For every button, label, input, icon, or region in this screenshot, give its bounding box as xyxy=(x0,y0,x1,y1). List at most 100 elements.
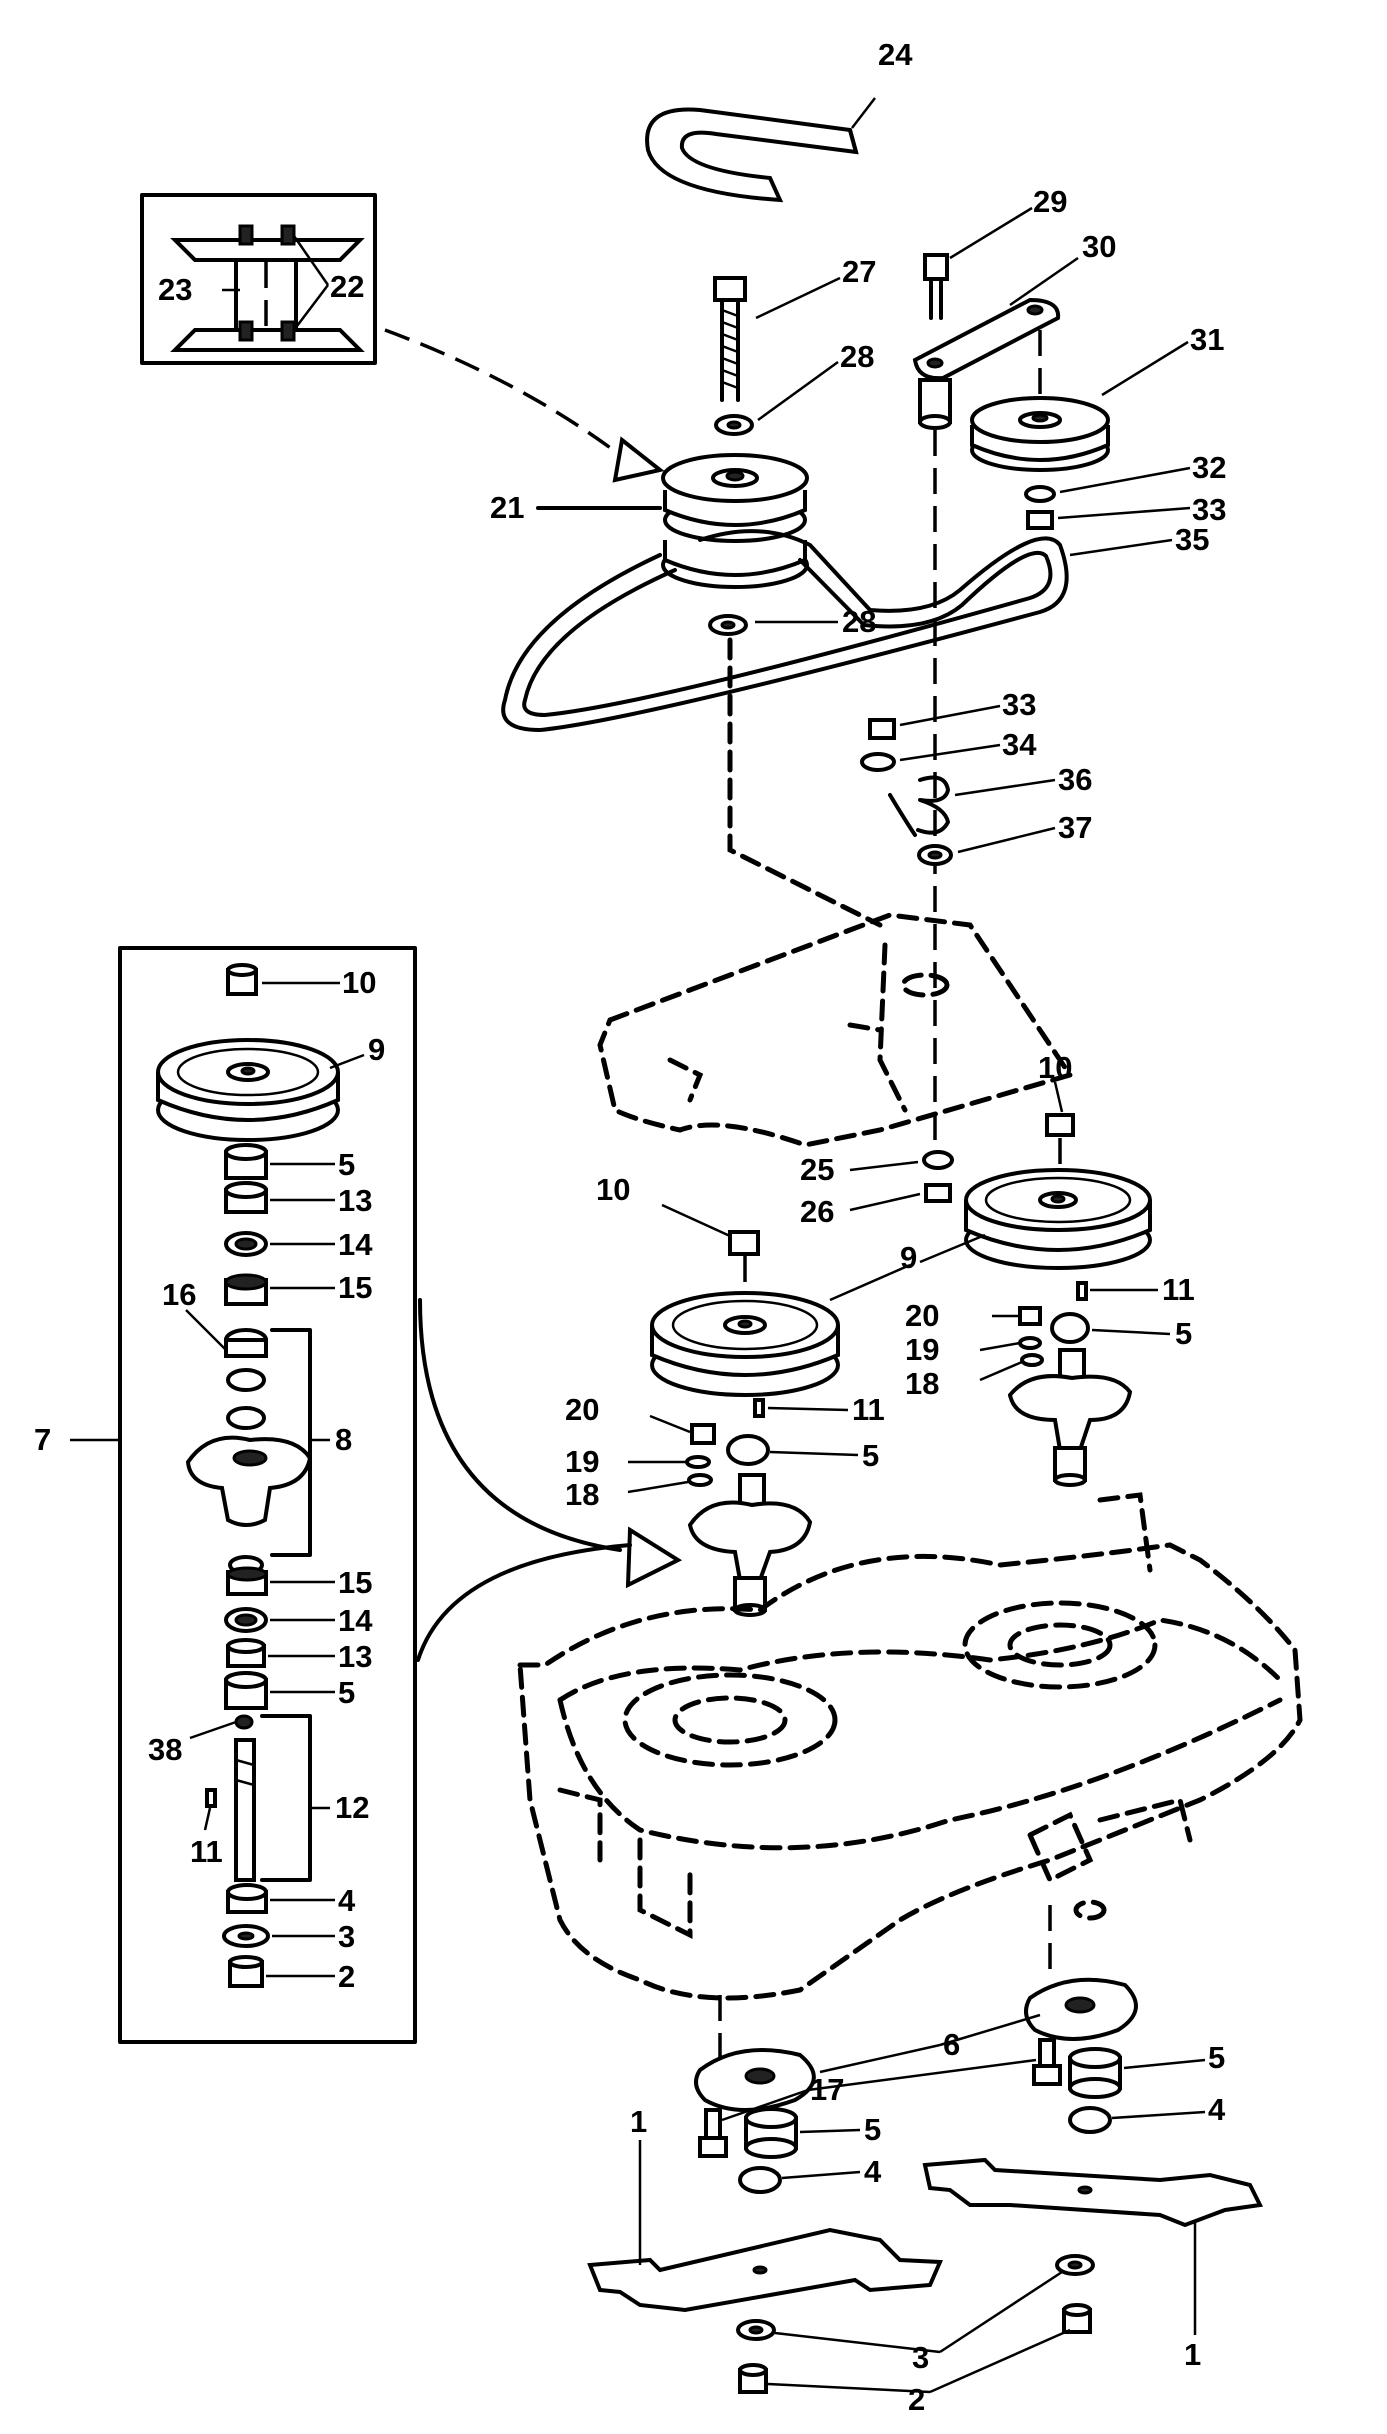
label-1-right: 1 xyxy=(1184,2337,1201,2372)
inset-11-key xyxy=(203,1788,217,1831)
inset-15-bearing-bottom xyxy=(226,1566,335,1596)
inset-10-nut xyxy=(226,963,340,996)
inset-2-nut xyxy=(228,1955,335,1988)
inset-13-spacer-top xyxy=(224,1181,335,1214)
inset-14-seal-top xyxy=(224,1231,335,1257)
label-17: 17 xyxy=(810,2072,844,2107)
pulley-21-axis xyxy=(727,637,883,928)
part-24-belt-guide xyxy=(645,97,876,203)
label-14-inset-top: 14 xyxy=(338,1227,373,1262)
inset-9-pulley xyxy=(156,1038,365,1142)
part-27-bolt xyxy=(713,276,841,402)
label-10-right: 10 xyxy=(1038,1050,1072,1085)
lower-right-1-blade xyxy=(922,2157,1264,2335)
part-26-nut xyxy=(849,1183,952,1212)
label-28-top: 28 xyxy=(840,339,874,374)
label-31: 31 xyxy=(1190,322,1224,357)
left-spindle-9-pulley xyxy=(650,1256,911,1397)
inset-13-spacer-bottom xyxy=(226,1638,335,1668)
part-29-bolt xyxy=(923,206,1033,320)
right-spindle-19-washer xyxy=(979,1336,1042,1352)
inset-4-washer xyxy=(226,1883,335,1914)
inset-14-seal-bottom xyxy=(224,1607,335,1633)
label-5-inset-bottom: 5 xyxy=(338,1675,355,1710)
inset-pulley-detail xyxy=(140,193,377,365)
label-38: 38 xyxy=(148,1732,182,1767)
inset-21-arrow-lower xyxy=(416,1543,632,1662)
lower-right-3-washer xyxy=(774,2254,1095,2354)
label-5-inset-top: 5 xyxy=(338,1147,355,1182)
lower-left-1-blade xyxy=(587,2140,943,2313)
label-16: 16 xyxy=(162,1277,196,1312)
label-3-inset: 3 xyxy=(338,1919,355,1954)
inset-7-arrow xyxy=(418,1298,683,1589)
label-10-inset: 10 xyxy=(342,965,376,1000)
lower-left-17-bolt xyxy=(698,2088,809,2158)
right-spindle-9-pulley xyxy=(919,1138,1152,1270)
label-5-left: 5 xyxy=(862,1438,879,1473)
inset-12-shaft xyxy=(189,1714,330,1882)
part-30-idler-arm xyxy=(912,256,1079,430)
label-15-inset-top: 15 xyxy=(338,1270,372,1305)
right-spindle-10-nut xyxy=(1045,1081,1075,1137)
label-2-lower: 2 xyxy=(908,2382,925,2417)
part-36-spring xyxy=(888,775,1056,837)
right-spindle-20-nut xyxy=(992,1306,1042,1326)
lower-left-5-bearing xyxy=(744,2107,861,2159)
inset-spindle-assembly-box xyxy=(70,946,417,2044)
label-33-mid: 33 xyxy=(1002,687,1036,722)
part-37-washer xyxy=(917,826,1056,866)
lower-left-3-washer xyxy=(736,2319,776,2341)
lower-right-2-nut xyxy=(767,2303,1092,2394)
label-5-lower-left: 5 xyxy=(864,2112,881,2147)
left-spindle-5-bearing xyxy=(726,1434,859,1466)
inset-8-housing xyxy=(185,1328,330,1575)
label-20-left: 20 xyxy=(565,1392,599,1427)
inset-5-bearing-top xyxy=(224,1143,335,1180)
label-11-inset: 11 xyxy=(190,1834,223,1869)
label-37: 37 xyxy=(1058,810,1092,845)
label-13-inset-top: 13 xyxy=(338,1183,372,1218)
label-4-inset: 4 xyxy=(338,1883,356,1918)
part-34-washer xyxy=(860,743,1001,772)
label-19-right: 19 xyxy=(905,1332,939,1367)
label-11-right: 11 xyxy=(1162,1272,1195,1307)
label-4-lower-left: 4 xyxy=(864,2154,882,2189)
inset-arrow xyxy=(384,328,665,483)
label-18-right: 18 xyxy=(905,1366,939,1401)
label-24: 24 xyxy=(878,37,913,72)
part-28-washer-lower xyxy=(708,614,838,636)
label-23: 23 xyxy=(158,272,192,307)
left-spindle-18-washer xyxy=(627,1473,713,1494)
label-29: 29 xyxy=(1033,184,1067,219)
inset-16-cup xyxy=(185,1309,268,1358)
label-34: 34 xyxy=(1002,727,1037,762)
label-15-inset-bottom: 15 xyxy=(338,1565,372,1600)
label-4-lower-right: 4 xyxy=(1208,2092,1226,2127)
lower-left-2-nut xyxy=(738,2363,768,2394)
idler-mounting-plate xyxy=(597,912,1074,1148)
label-25: 25 xyxy=(800,1152,834,1187)
label-35: 35 xyxy=(1175,522,1209,557)
left-spindle-11-key xyxy=(753,1398,849,1418)
inset-3-washer xyxy=(222,1924,335,1948)
part-31-idler-pulley xyxy=(970,330,1189,472)
label-10-left: 10 xyxy=(596,1172,630,1207)
label-8: 8 xyxy=(335,1422,352,1457)
label-5-lower-right: 5 xyxy=(1208,2040,1225,2075)
label-9-right: 9 xyxy=(900,1240,917,1275)
inset-5-bearing-bottom xyxy=(224,1671,335,1710)
right-spindle-5-bearing xyxy=(1050,1312,1171,1344)
label-32: 32 xyxy=(1192,450,1226,485)
label-12: 12 xyxy=(335,1790,369,1825)
lower-left-6-plate xyxy=(694,1995,941,2112)
left-spindle-19-washer xyxy=(628,1455,711,1469)
inset-15-bearing-top xyxy=(224,1273,335,1306)
label-28-lower: 28 xyxy=(842,604,876,639)
part-21-double-pulley xyxy=(536,453,809,589)
part-28-washer-top xyxy=(714,360,839,436)
label-3-lower: 3 xyxy=(912,2340,929,2375)
part-25-washer xyxy=(849,1150,954,1172)
part-32-washer xyxy=(1024,466,1191,503)
